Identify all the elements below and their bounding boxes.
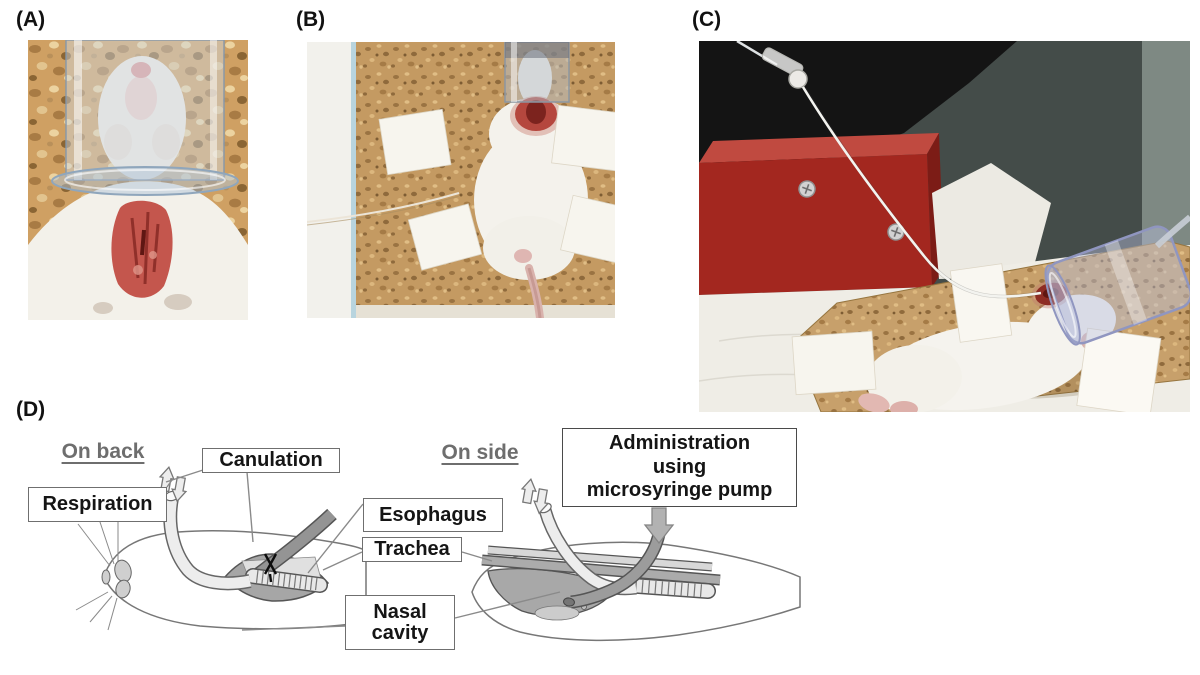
panel-a-photo — [28, 40, 248, 320]
panel-b-label: (B) — [296, 8, 326, 31]
panel-a-label: (A) — [16, 8, 46, 31]
panel-c-photo — [699, 41, 1190, 412]
diagram-heading-on-side: On side — [441, 441, 519, 464]
diagram-label-respiration: Respiration — [28, 487, 167, 522]
administration-line-1: Administration — [608, 432, 751, 455]
diagram-label-canulation: Canulation — [202, 448, 340, 473]
diagram-heading-on-back: On back — [61, 440, 145, 463]
diagram-label-esophagus: Esophagus — [363, 498, 503, 532]
nasal-cavity-line-2: cavity — [371, 621, 429, 644]
nasal-cavity-line-1: Nasal — [373, 600, 427, 623]
administration-line-3: microsyringe pump — [586, 479, 773, 502]
panel-b-photo — [307, 42, 615, 318]
administration-line-2: using — [652, 455, 707, 478]
panel-d-label: (D) — [16, 398, 46, 421]
panel-d-diagram — [75, 465, 801, 642]
diagram-label-nasal-cavity: Nasal cavity — [345, 595, 455, 650]
diagram-label-administration: Administration using microsyringe pump — [562, 428, 797, 507]
diagram-label-trachea: Trachea — [362, 537, 462, 562]
panel-c-label: (C) — [692, 8, 722, 31]
